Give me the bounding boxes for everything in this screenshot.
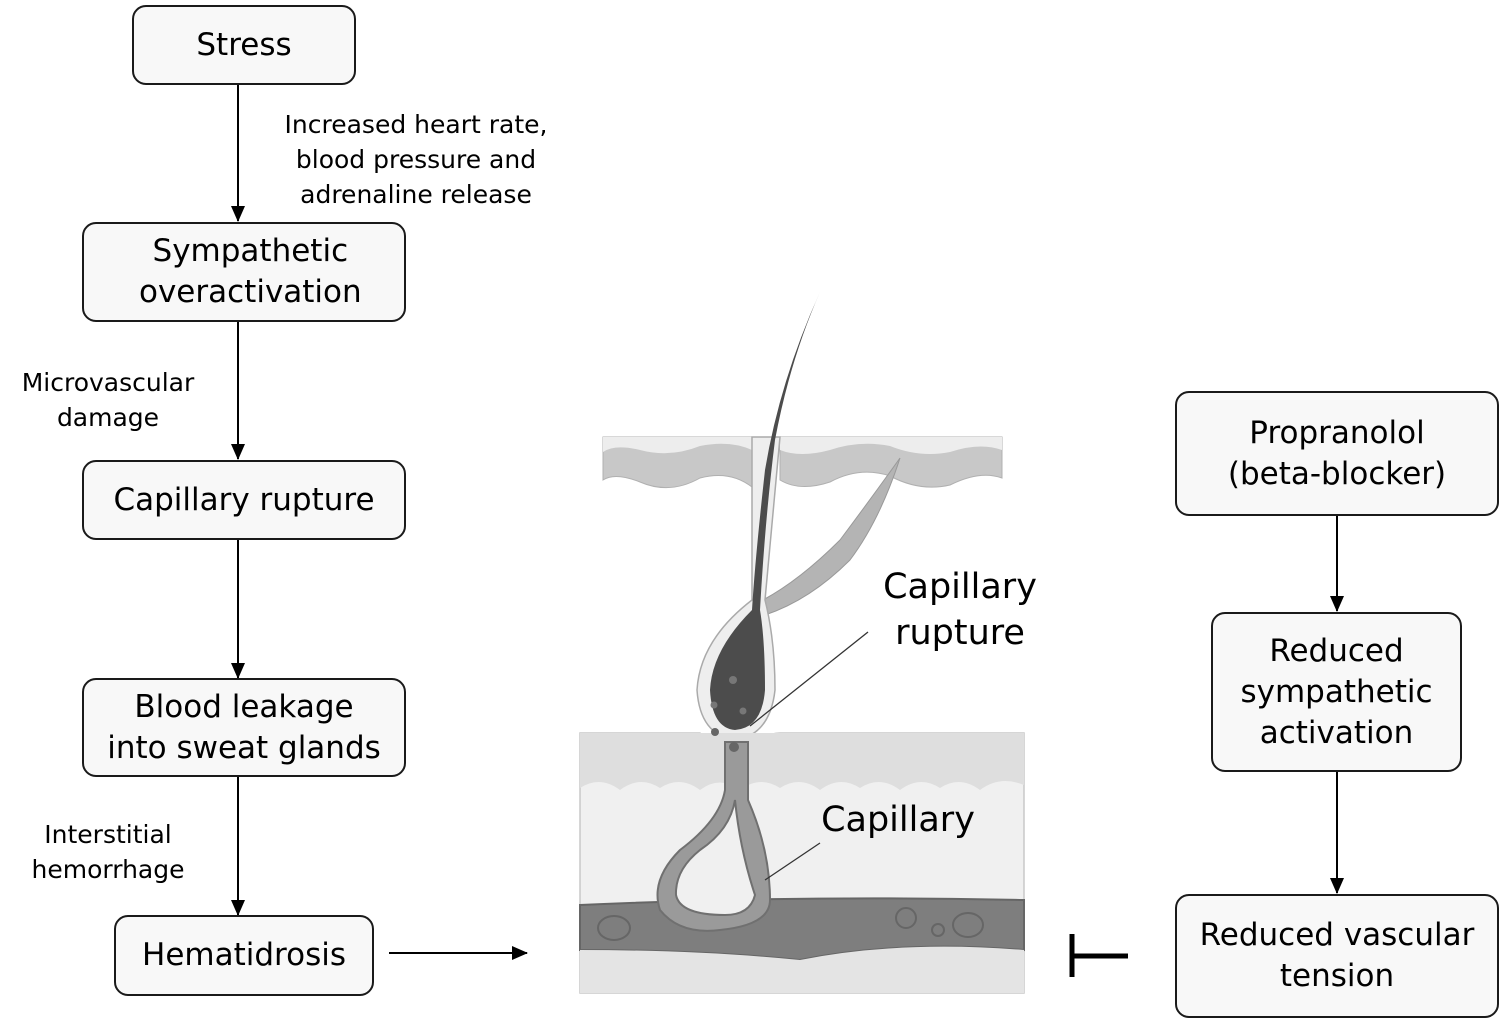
node-label: Capillary rupture — [113, 481, 375, 518]
node-hematidrosis: Hematidrosis — [114, 915, 374, 996]
edge-label-interstitial-hemorrhage: Interstitial hemorrhage — [31, 820, 185, 884]
node-label: Propranolol (beta-blocker) — [1227, 414, 1447, 492]
epidermis-strip — [602, 436, 1003, 489]
node-label: Stress — [196, 26, 292, 63]
edge-label-microvascular-damage: Microvascular damage — [21, 368, 195, 432]
illustration-label-capillary-rupture: Capillary rupture — [883, 567, 1037, 653]
illustration-label-capillary: Capillary — [821, 800, 975, 840]
edge-label-stress-sympathetic: Increased heart rate, blood pressure and… — [284, 110, 548, 209]
inhibition-symbol — [1069, 934, 1128, 977]
bulb-dot — [710, 701, 718, 709]
pointer-capillary-rupture — [749, 631, 869, 727]
node-label: Reduced sympathetic activation — [1240, 632, 1433, 751]
node-label: Hematidrosis — [142, 937, 346, 973]
node-label: Sympathetic overactivation — [139, 233, 362, 310]
node-propranolol: Propranolol (beta-blocker) — [1175, 391, 1499, 516]
node-label: Reduced vascular tension — [1199, 917, 1475, 994]
node-label: Blood leakage into sweat glands — [107, 688, 381, 766]
node-reduced-sympathetic-activation: Reduced sympathetic activation — [1211, 612, 1462, 772]
arrector-pili-muscle — [762, 457, 901, 616]
node-blood-leakage: Blood leakage into sweat glands — [82, 678, 406, 777]
node-capillary-rupture: Capillary rupture — [82, 460, 406, 540]
bulb-dot — [739, 707, 747, 715]
dermis-block — [579, 732, 1025, 994]
blood-drop — [729, 742, 739, 752]
pointer-capillary — [764, 842, 821, 881]
capillary-loop-lumen — [674, 799, 757, 917]
bulb-dot — [729, 676, 737, 684]
node-reduced-vascular-tension: Reduced vascular tension — [1175, 894, 1499, 1018]
blood-drop — [711, 728, 719, 736]
node-stress: Stress — [132, 5, 356, 85]
hair-shaft — [710, 292, 820, 730]
node-sympathetic-overactivation: Sympathetic overactivation — [82, 222, 406, 322]
